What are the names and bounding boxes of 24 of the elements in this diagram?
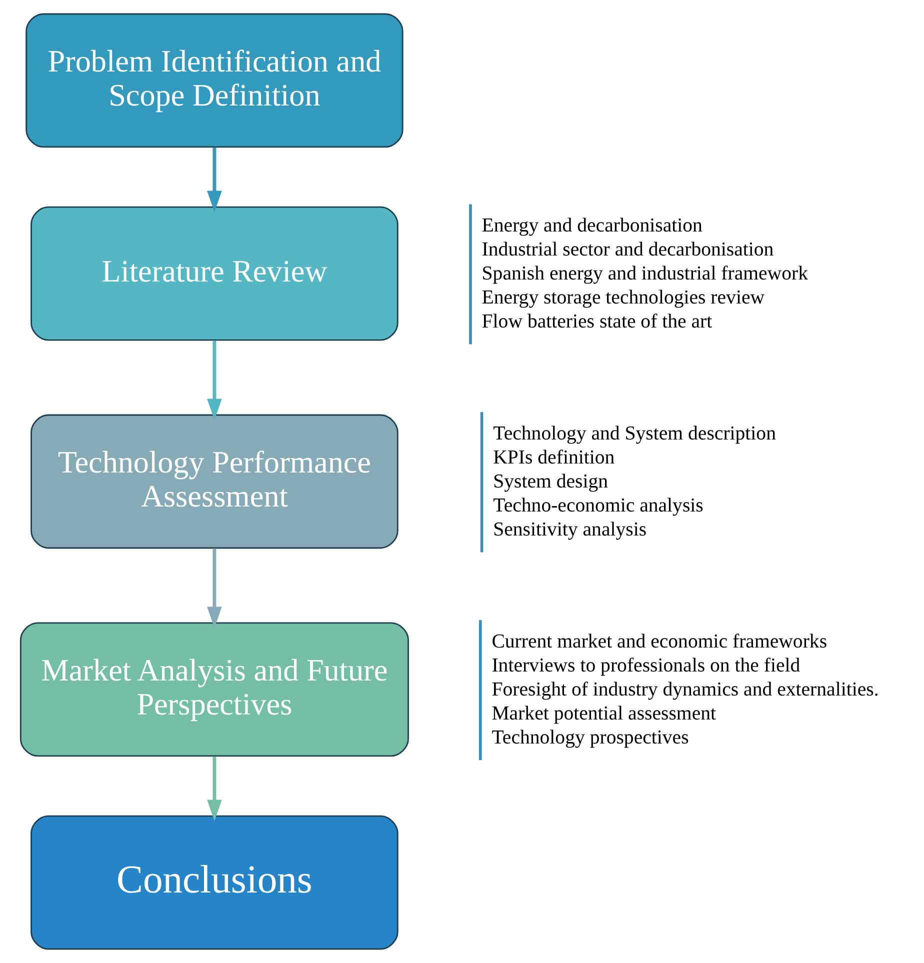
node-label: Energy and decarbonisation xyxy=(482,214,702,236)
node-box: Literature Review xyxy=(30,206,398,341)
node-label: Sensitivity analysis xyxy=(493,518,647,541)
node-label: Market potential assessment xyxy=(492,702,716,724)
node-label: KPIs definition xyxy=(493,446,615,468)
node-label: Industrial sector and decarbonisation xyxy=(482,238,774,260)
node-box: Conclusions xyxy=(30,815,398,950)
node-box: Technology Performance Assessment xyxy=(30,414,398,549)
node-label: Foresight of industry dynamics and externalities. xyxy=(492,678,879,700)
arrow xyxy=(207,756,222,821)
node-label: Spanish energy and industrial framework xyxy=(482,262,808,284)
node-label: Current market and economic frameworks xyxy=(492,630,828,652)
arrow xyxy=(207,147,222,212)
node-box: Problem Identification and Scope Definition xyxy=(26,13,404,148)
node-label: Technology and System description xyxy=(493,422,776,444)
node-label: Interviews to professionals on the field xyxy=(492,654,800,676)
arrow xyxy=(207,340,222,420)
node-box: Market Analysis and Future Perspectives xyxy=(20,622,409,757)
arrow xyxy=(207,548,222,628)
node-label: Technology prospectives xyxy=(492,726,689,748)
node-label: Energy storage technologies review xyxy=(482,286,765,309)
node-label: System design xyxy=(493,470,608,492)
node-label: Flow batteries state of the art xyxy=(482,310,712,333)
node-label: Techno-economic analysis xyxy=(493,494,704,516)
